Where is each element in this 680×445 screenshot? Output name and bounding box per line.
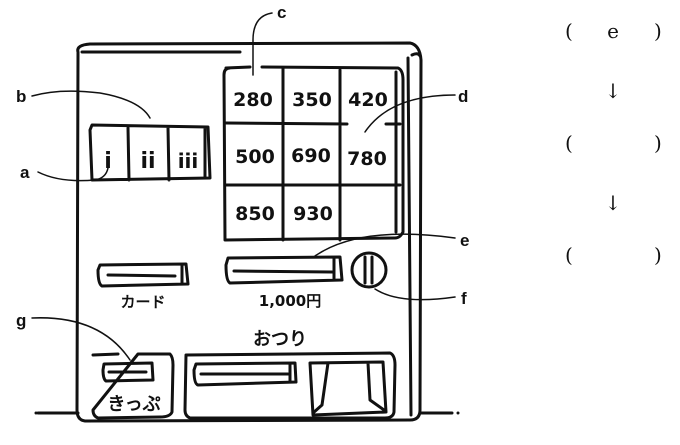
callout-d: d — [458, 87, 468, 106]
paren-close: ) — [654, 19, 662, 43]
coin-return-tray[interactable] — [308, 360, 388, 417]
leader-d — [364, 94, 456, 133]
fare-button[interactable]: 930 — [293, 203, 333, 225]
leader-b — [31, 90, 151, 119]
leader-e — [314, 233, 456, 257]
callout-e: e — [460, 231, 469, 250]
callout-b: b — [16, 87, 26, 106]
ticket-panel — [91, 352, 175, 420]
arrow-down-icon: ↓ — [605, 191, 622, 215]
fare-button[interactable]: 850 — [235, 203, 275, 225]
card-slot[interactable] — [96, 262, 190, 288]
fare-button-grid[interactable]: 280 350 420 500 690 780 850 930 — [222, 65, 405, 242]
paren-open: ( — [565, 131, 573, 155]
button-one-person[interactable]: i — [104, 149, 112, 174]
fare-button[interactable]: 780 — [347, 148, 387, 170]
fare-button[interactable]: 500 — [235, 146, 275, 168]
paren-open: ( — [565, 19, 573, 43]
callout-g: g — [16, 311, 26, 330]
callout-c: c — [277, 3, 286, 22]
fare-button[interactable]: 280 — [233, 89, 273, 111]
callout-f: f — [461, 289, 467, 308]
change-panel — [183, 351, 397, 420]
ground-dot — [456, 411, 460, 415]
coin-slot[interactable] — [350, 251, 388, 289]
callout-a: a — [20, 163, 30, 182]
bill-return-slot[interactable] — [192, 361, 298, 387]
passenger-count-buttons[interactable]: i ii iii — [88, 123, 212, 182]
fare-button[interactable]: 690 — [291, 145, 331, 167]
change-label: おつり — [253, 329, 307, 350]
leader-g — [31, 317, 131, 361]
ticket-slot[interactable] — [101, 361, 155, 383]
paren-open: ( — [565, 243, 573, 267]
paren-close: ) — [654, 243, 662, 267]
button-two-persons[interactable]: ii — [140, 149, 155, 174]
answer-sequence: ( e ) ↓ ( ) ↓ ( ) — [565, 19, 662, 267]
card-label: カード — [120, 293, 165, 311]
leader-c — [252, 12, 273, 76]
machine-body — [75, 41, 423, 423]
ground-dot — [34, 411, 38, 415]
arrow-down-icon: ↓ — [605, 79, 622, 103]
leader-f — [374, 288, 456, 301]
bill-label: 1,000円 — [259, 292, 321, 310]
bill-slot[interactable] — [224, 255, 344, 285]
leader-a — [37, 167, 109, 182]
ticket-label: きっぷ — [107, 394, 160, 415]
fare-button[interactable]: 350 — [292, 89, 332, 111]
button-three-persons[interactable]: iii — [178, 149, 199, 173]
machine-side-edge — [406, 52, 422, 417]
fare-button[interactable]: 420 — [348, 89, 388, 111]
answer-1: e — [607, 19, 619, 43]
paren-close: ) — [654, 131, 662, 155]
